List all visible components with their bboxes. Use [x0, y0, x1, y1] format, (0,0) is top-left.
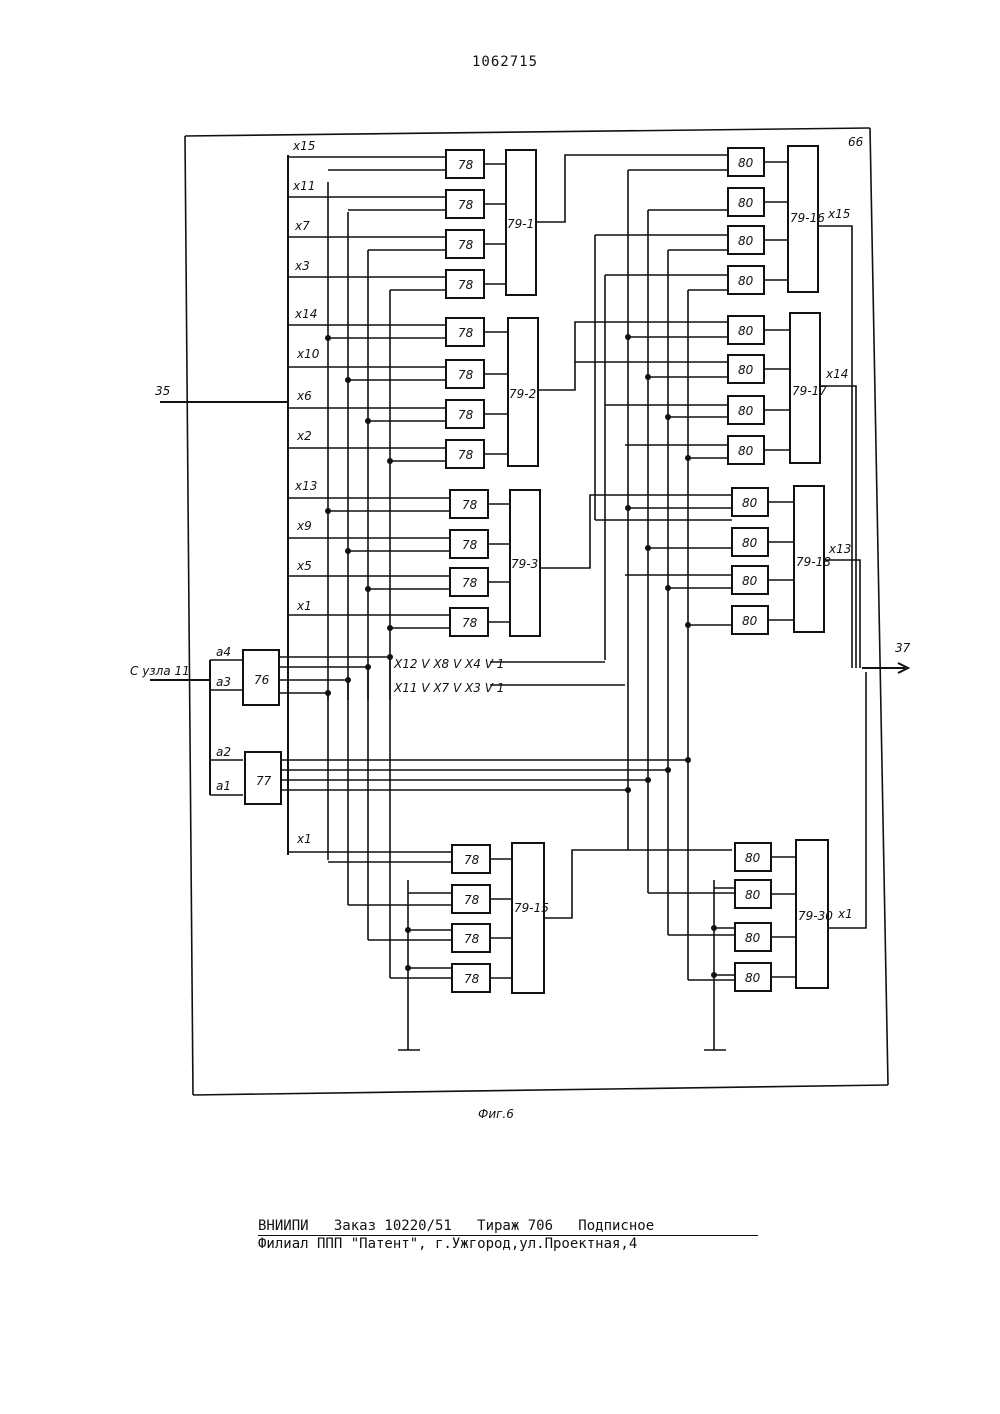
input-signal-labels: x15 x11 x7 x3 x14 x10 x6 x2 x13 x9 x5 x1… [292, 139, 320, 846]
gate-80-label: 80 [742, 574, 758, 588]
signal-x1: x1 [296, 599, 312, 613]
signal-bottom-x1: x1 [296, 832, 312, 846]
signal-x9: x9 [296, 519, 312, 533]
signal-x7: x7 [294, 219, 310, 233]
or-output-wires [536, 155, 735, 980]
addr-a2: а2 [216, 745, 231, 759]
gate-78-label: 78 [462, 616, 478, 630]
gate-input-wires [288, 157, 452, 978]
gate-78-label: 78 [458, 368, 474, 382]
gate-78-label: 78 [464, 972, 480, 986]
distribution-lines [328, 182, 420, 1050]
or-block-79-16: 79-16 [790, 211, 825, 225]
gate-80-label: 80 [738, 196, 754, 210]
gate-80-label: 80 [738, 156, 754, 170]
gate-78-label: 78 [458, 238, 474, 252]
gate-78-label: 78 [464, 893, 480, 907]
gate-78-label: 78 [464, 853, 480, 867]
signal-x3: x3 [294, 259, 310, 273]
right-junction-dots [625, 334, 717, 978]
output-x1: x1 [837, 907, 853, 921]
gate-78-label: 78 [458, 278, 474, 292]
signal-x11: x11 [292, 179, 315, 193]
gate-78-label: 78 [458, 158, 474, 172]
output-37-label: 37 [895, 641, 911, 655]
source-label: С узла 11 [130, 664, 190, 678]
expression-2: X11 V X7 V X3 V 1 [393, 681, 504, 695]
gate-80-label: 80 [742, 536, 758, 550]
addr-a1: а1 [216, 779, 231, 793]
frame-label: 66 [848, 135, 864, 149]
gate-80-label: 80 [745, 931, 761, 945]
gate-80-label: 80 [745, 888, 761, 902]
gate-78-label: 78 [458, 408, 474, 422]
or-block-79-18: 79-18 [796, 555, 831, 569]
signal-x14: x14 [294, 307, 317, 321]
figure-caption: Фиг.6 [478, 1107, 514, 1121]
input-35-label: 35 [155, 384, 170, 398]
output-x13: x13 [828, 542, 851, 556]
signal-x13: x13 [294, 479, 317, 493]
gate-78-label: 78 [458, 448, 474, 462]
or-block-79-15: 79-15 [514, 901, 549, 915]
gate-80-label: 80 [738, 444, 754, 458]
addr-a3: а3 [216, 675, 231, 689]
expression-1: X12 V X8 V X4 V 1 [393, 657, 504, 671]
or-block-79-30: 79-30 [798, 909, 833, 923]
output-x14: x14 [825, 367, 848, 381]
signal-x15: x15 [292, 139, 315, 153]
gate-78-label: 78 [458, 326, 474, 340]
signal-x6: x6 [296, 389, 312, 403]
decoder-76-label: 76 [254, 673, 270, 687]
gate-80-label: 80 [742, 496, 758, 510]
or-blocks-left [506, 150, 544, 993]
output-wires [818, 226, 908, 928]
publication-footer: ВНИИПИ Заказ 10220/51 Тираж 706 Подписно… [258, 1218, 758, 1253]
signal-x10: x10 [296, 347, 320, 361]
gate-80-label: 80 [738, 404, 754, 418]
gate-80-label: 80 [738, 324, 754, 338]
decoder-77-label: 77 [256, 774, 272, 788]
gate-80-label: 80 [738, 363, 754, 377]
signal-x2: x2 [296, 429, 312, 443]
or-block-79-2: 79-2 [509, 387, 536, 401]
gate-80-label: 80 [745, 971, 761, 985]
gate-78-label: 78 [464, 932, 480, 946]
gate-78-label: 78 [462, 498, 478, 512]
addr-a4: а4 [216, 645, 231, 659]
output-x15: x15 [827, 207, 850, 221]
gate-78-label: 78 [458, 198, 474, 212]
gate-78-label: 78 [462, 538, 478, 552]
footer-line-1: ВНИИПИ Заказ 10220/51 Тираж 706 Подписно… [258, 1218, 758, 1236]
or-block-79-1: 79-1 [507, 217, 534, 231]
or-block-79-3: 79-3 [511, 557, 538, 571]
footer-line-2: Филиал ППП "Патент", г.Ужгород,ул.Проект… [258, 1236, 758, 1253]
gate-80-label: 80 [738, 274, 754, 288]
ground-right [704, 880, 735, 1050]
gate-80-label: 80 [738, 234, 754, 248]
gate-80-label: 80 [742, 614, 758, 628]
signal-x5: x5 [296, 559, 312, 573]
decoder-output-wires [279, 657, 688, 790]
gate-78-label: 78 [462, 576, 478, 590]
gate-80-label: 80 [745, 851, 761, 865]
